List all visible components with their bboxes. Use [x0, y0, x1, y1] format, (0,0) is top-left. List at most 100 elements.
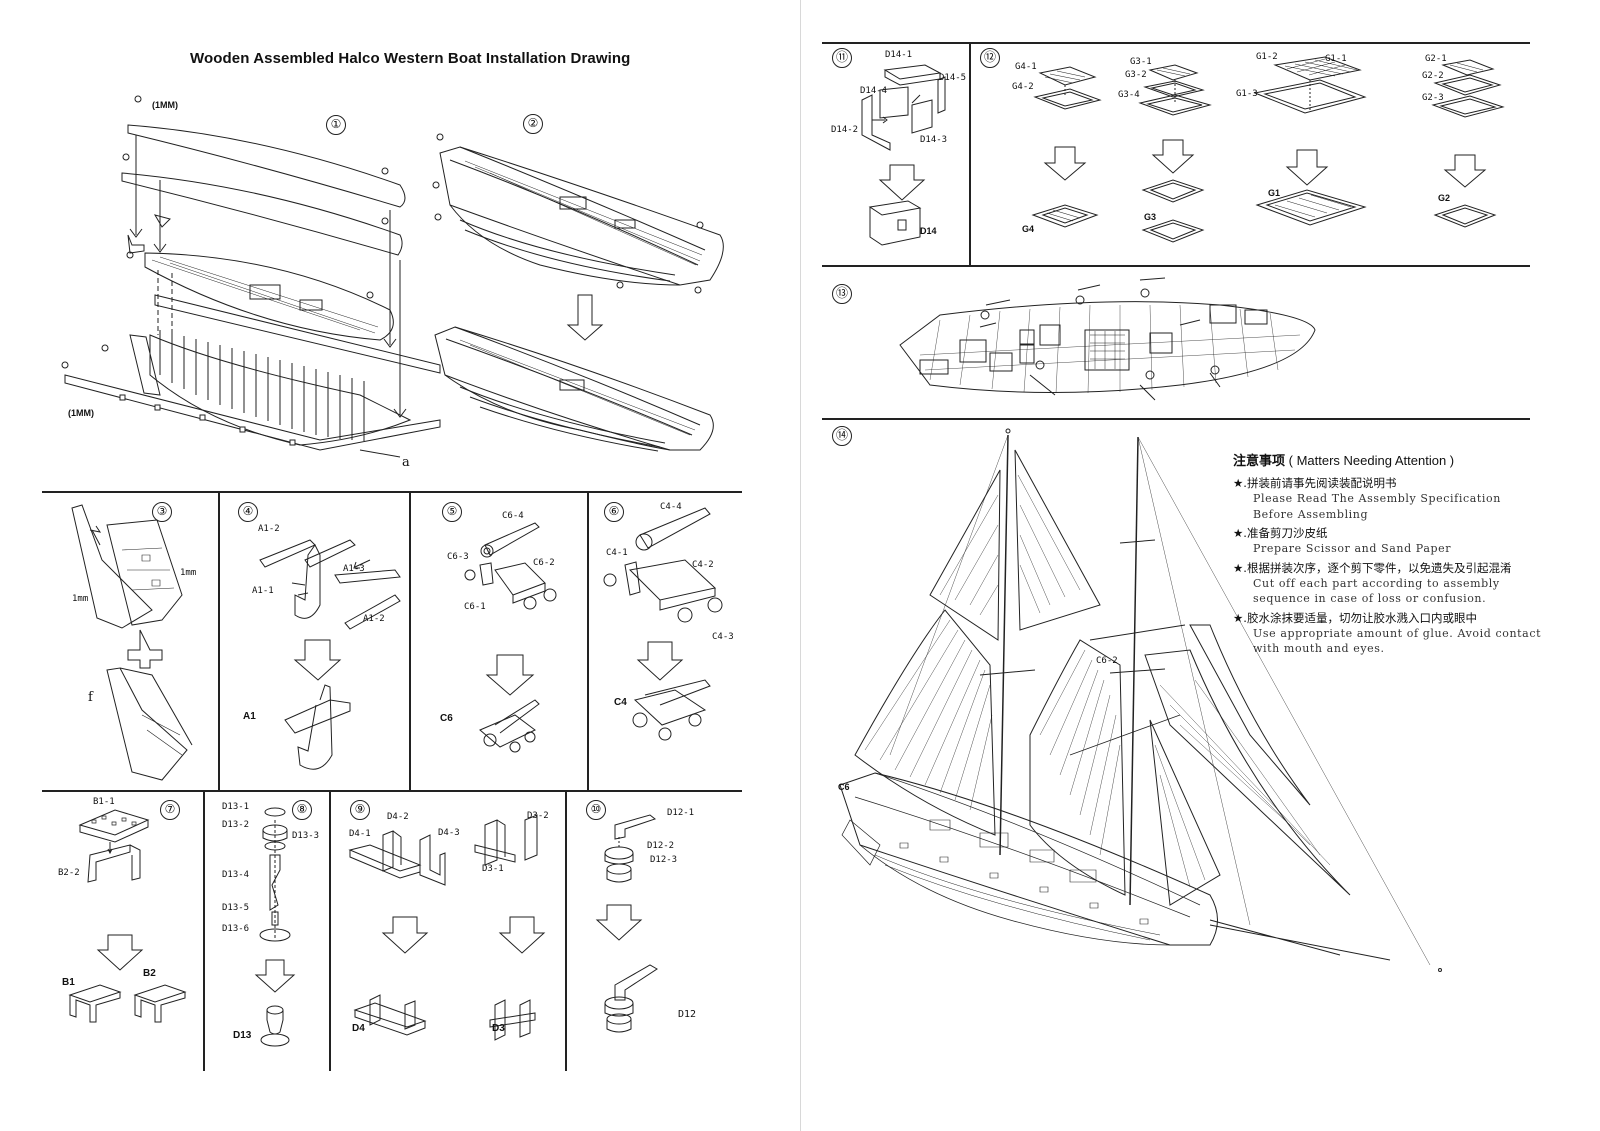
step-11-result-d14: D14 — [920, 226, 937, 236]
step-5-label-c6-3: C6-3 — [447, 552, 469, 562]
separator-4-5 — [409, 492, 411, 791]
step-14-number: ⑭ — [832, 426, 852, 446]
step-2-hull-assembled-drawing — [420, 125, 740, 465]
step-3-dim-1mm-left: 1mm — [72, 594, 89, 604]
separator-7-8 — [203, 791, 205, 1071]
separator-right-row2 — [822, 418, 1530, 420]
step-5-number: ⑤ — [442, 502, 462, 522]
step-12-result-g3: G3 — [1144, 212, 1157, 222]
step-7-result-b2: B2 — [143, 968, 156, 979]
step-4-number: ④ — [238, 502, 258, 522]
note-4-cn: ★.胶水涂抹要适量，切勿让胶水溅入口内或眼中 — [1233, 610, 1477, 625]
step-12-label-g2-1: G2-1 — [1425, 54, 1447, 64]
separator-11-12 — [969, 42, 971, 266]
separator-3-4 — [218, 492, 220, 791]
step-3-label-f: f — [88, 690, 93, 705]
step-4-label-a1-3: A1-3 — [343, 564, 365, 574]
step-10-label-d12-2: D12-2 — [647, 841, 675, 851]
step-12-label-g4-1: G4-1 — [1015, 62, 1037, 72]
step-8-label-d13-1: D13-1 — [222, 802, 250, 812]
step-9-bitts-drawing — [345, 815, 560, 1055]
step-2-number: ② — [523, 114, 543, 134]
step-6-label-c4-3: C4-3 — [712, 632, 734, 642]
separator-5-6 — [587, 492, 589, 791]
step-8-label-d13-3: D13-3 — [292, 831, 320, 841]
step-12-label-g3-1: G3-1 — [1130, 57, 1152, 67]
step-12-result-g4: G4 — [1022, 224, 1035, 234]
step-6-label-c4-2: C4-2 — [692, 560, 714, 570]
notes-title-cn: 注意事项 — [1233, 454, 1286, 469]
step-9-label-d3-2: D3-2 — [527, 811, 549, 821]
dim-1mm-top: (1MM) — [152, 100, 178, 110]
step-7-bitts-drawing — [60, 800, 200, 1050]
notes-title: 注意事项 ( Matters Needing Attention ) — [1233, 450, 1593, 469]
step-5-result-c6: C6 — [440, 713, 453, 724]
step-11-label-d14-2: D14-2 — [831, 125, 859, 135]
step-1-hull-exploded-drawing — [60, 95, 460, 485]
separator-9-10 — [565, 791, 567, 1071]
step-12-label-g3-4: G3-4 — [1118, 90, 1140, 100]
step-8-result-d13: D13 — [233, 1030, 252, 1041]
step-6-result-c4: C4 — [614, 697, 627, 708]
step-3-stern-drawing — [62, 500, 212, 790]
step-8-capstan-drawing — [250, 800, 330, 1050]
step-14-label-c6-2: C6-2 — [1096, 656, 1118, 666]
step-1-label-a: a — [402, 455, 410, 470]
step-7-label-b1-1: B1-1 — [93, 797, 115, 807]
step-14-label-c6: C6 — [838, 782, 850, 792]
note-1-en-line2: Before Assembling — [1253, 507, 1369, 521]
step-8-label-d13-2: D13-2 — [222, 820, 250, 830]
step-3-dim-1mm-right: 1mm — [180, 568, 197, 578]
step-5-label-c6-2: C6-2 — [533, 558, 555, 568]
separator-row1 — [42, 491, 742, 493]
separator-row2 — [42, 790, 742, 792]
step-12-label-g2-3: G2-3 — [1422, 93, 1444, 103]
step-6-label-c4-1: C4-1 — [606, 548, 628, 558]
step-11-label-d14-1: D14-1 — [885, 50, 913, 60]
step-9-label-d3-1: D3-1 — [482, 864, 504, 874]
step-4-label-a1-1: A1-1 — [252, 586, 274, 596]
step-8-label-d13-5: D13-5 — [222, 903, 250, 913]
step-11-label-d14-3: D14-3 — [920, 135, 948, 145]
separator-right-row1 — [822, 265, 1530, 267]
step-4-anchor-drawing — [250, 515, 410, 785]
step-5-cannon-drawing — [455, 515, 585, 765]
step-12-label-g1-1: G1-1 — [1325, 54, 1347, 64]
step-10-number: ⑩ — [586, 800, 606, 820]
separator-right-top — [822, 42, 1530, 44]
step-6-cannon-drawing — [600, 500, 740, 770]
note-2-en-line1: Prepare Scissor and Sand Paper — [1253, 542, 1452, 555]
step-9-label-d4-1: D4-1 — [349, 829, 371, 839]
step-10-label-d12-3: D12-3 — [650, 855, 678, 865]
step-3-number: ③ — [152, 502, 172, 522]
step-5-label-c6-4: C6-4 — [502, 511, 524, 521]
step-9-result-d3: D3 — [492, 1023, 505, 1034]
step-7-label-b2-2: B2-2 — [58, 868, 80, 878]
note-2-cn: ★.准备剪刀沙皮纸 — [1233, 526, 1328, 540]
step-12-label-g1-3: G1-3 — [1236, 89, 1258, 99]
step-14-full-ship-drawing — [830, 425, 1460, 985]
step-12-label-g2-2: G2-2 — [1422, 71, 1444, 81]
step-5-label-c6-1: C6-1 — [464, 602, 486, 612]
notes-panel: 注意事项 ( Matters Needing Attention ) ★.拼装前… — [1233, 450, 1593, 657]
step-12-label-g1-2: G1-2 — [1256, 52, 1278, 62]
step-4-label-a1-2-top: A1-2 — [258, 524, 280, 534]
step-7-number: ⑦ — [160, 800, 180, 820]
step-12-label-g4-2: G4-2 — [1012, 82, 1034, 92]
note-1-en-line1: Please Read The Assembly Specification — [1253, 492, 1501, 505]
step-13-number: ⑬ — [832, 284, 852, 304]
step-12-number: ⑫ — [980, 48, 1000, 68]
step-11-number: ⑪ — [832, 48, 852, 68]
step-1-number: ① — [326, 115, 346, 135]
step-12-result-g2: G2 — [1438, 193, 1451, 203]
step-11-box-drawing — [850, 65, 960, 255]
step-13-deck-fittings-drawing — [900, 275, 1320, 410]
step-8-label-d13-6: D13-6 — [222, 924, 250, 934]
step-4-result-a1: A1 — [243, 711, 256, 722]
note-1-cn: ★.拼装前请事先阅读装配说明书 — [1233, 476, 1397, 490]
step-10-result-d12: D12 — [678, 1009, 697, 1020]
page-gutter — [800, 0, 801, 1131]
step-10-label-d12-1: D12-1 — [667, 808, 695, 818]
note-4-en-line1: Use appropriate amount of glue. Avoid co… — [1253, 626, 1542, 640]
dim-1mm-bottom: (1MM) — [68, 408, 94, 418]
